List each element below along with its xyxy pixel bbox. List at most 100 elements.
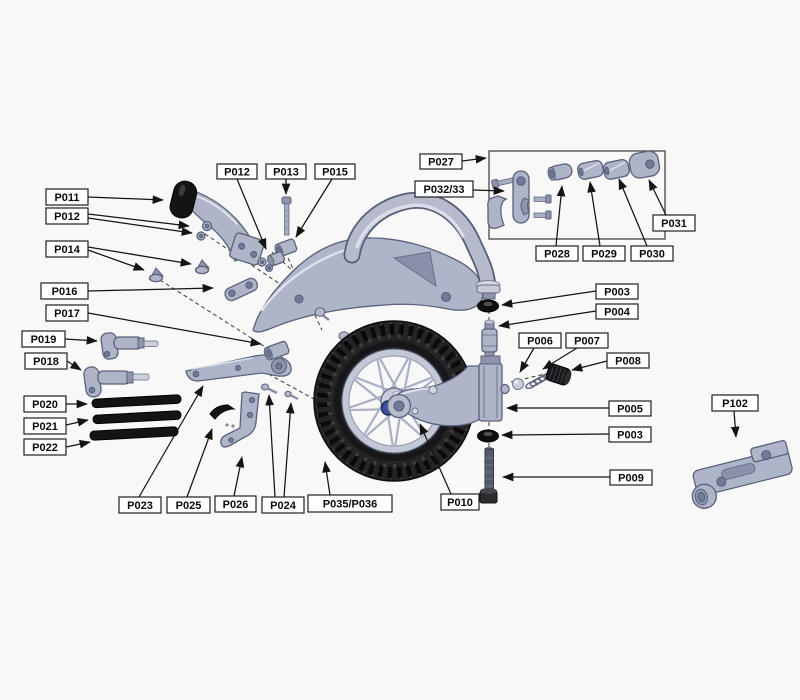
label-box — [595, 303, 639, 320]
label-text: P012 — [54, 211, 80, 223]
part-spacer-p029 — [577, 159, 604, 180]
part-label-P031: P031 — [648, 179, 696, 232]
part-fork-arm — [386, 355, 510, 427]
label-box — [518, 332, 562, 349]
label-box — [45, 304, 89, 322]
leader-arrow — [283, 402, 295, 498]
part-small-nuts — [196, 220, 274, 273]
label-text: P021 — [32, 421, 58, 433]
part-rubber-strips — [89, 394, 182, 441]
part-label-P012: P012 — [216, 163, 267, 250]
part-knob — [545, 363, 572, 386]
leader-arrow — [87, 246, 192, 267]
leader-arrow — [542, 347, 578, 370]
part-rubber-grip — [169, 180, 198, 219]
label-box — [608, 400, 652, 417]
part-label-P018: P018 — [24, 352, 82, 371]
label-text: P019 — [31, 334, 57, 346]
leader-arrow — [322, 461, 331, 496]
leader-arrow — [65, 439, 91, 449]
label-text: P003 — [617, 430, 643, 442]
leader-arrow — [498, 310, 597, 329]
label-box — [307, 494, 393, 513]
part-fork-tube — [343, 191, 501, 300]
label-text: P028 — [544, 249, 570, 261]
leader-arrow — [501, 430, 610, 440]
label-text: P024 — [270, 500, 297, 512]
label-text: P022 — [32, 442, 58, 454]
part-pins — [260, 383, 299, 400]
label-text: P026 — [223, 499, 249, 511]
label-box — [606, 352, 650, 369]
part-spacer-p028 — [547, 163, 573, 181]
part-kit-linkplate — [512, 170, 530, 224]
label-box — [45, 240, 89, 258]
part-label-P006: P006 — [518, 332, 562, 373]
label-box — [45, 188, 89, 206]
leader-arrow — [87, 312, 262, 347]
label-text: P032/33 — [424, 184, 465, 196]
leader-arrow — [472, 186, 505, 196]
leader-arrow — [138, 385, 204, 498]
part-kickstand-leg — [220, 391, 260, 448]
label-box — [118, 496, 162, 514]
label-text: P004 — [604, 307, 631, 319]
part-label-P030: P030 — [618, 178, 674, 262]
spoke — [362, 404, 383, 437]
label-box — [23, 438, 67, 456]
leader-arrow — [87, 249, 145, 271]
leader-arrow — [555, 185, 566, 247]
label-text: P006 — [527, 336, 553, 348]
label-box — [40, 282, 89, 300]
part-spacer-p030 — [602, 158, 630, 180]
spoke — [378, 356, 398, 389]
part-ring-top — [477, 299, 499, 313]
label-box — [23, 395, 67, 413]
part-lever-small — [100, 332, 159, 360]
label-text: P013 — [273, 167, 299, 179]
label-text: P010 — [447, 497, 473, 509]
label-text: P012 — [224, 167, 250, 179]
label-text: P018 — [33, 356, 59, 368]
part-label-P010: P010 — [419, 423, 480, 511]
part-label-P017: P017 — [45, 304, 262, 347]
part-kit-bolt3 — [533, 210, 552, 220]
label-box — [711, 394, 759, 412]
label-text: P031 — [661, 218, 687, 230]
label-text: P023 — [127, 500, 153, 512]
part-label-P024: P024 — [261, 394, 305, 514]
leader-arrow — [65, 418, 89, 427]
part-ball — [512, 378, 524, 390]
label-text: P007 — [574, 336, 600, 348]
label-text: P025 — [176, 500, 202, 512]
part-label-P003: P003 — [501, 426, 652, 443]
part-label-P008: P008 — [571, 352, 650, 372]
label-box — [265, 163, 307, 180]
part-label-P032-33: P032/33 — [414, 180, 505, 198]
part-label-P025: P025 — [166, 428, 213, 514]
part-spacer-bushings — [267, 238, 298, 267]
label-box — [608, 426, 652, 443]
leader-arrow — [87, 213, 190, 230]
part-link — [224, 277, 259, 302]
part-spacer-p031 — [628, 150, 661, 179]
label-box — [24, 352, 68, 370]
label-box — [261, 496, 305, 514]
part-kit-bolt — [491, 177, 514, 189]
label-box — [216, 163, 258, 180]
part-label-P019: P019 — [21, 330, 98, 348]
label-text: P102 — [722, 398, 748, 410]
part-label-P013: P013 — [265, 163, 307, 195]
part-label-P029: P029 — [582, 181, 626, 262]
part-label-P023: P023 — [118, 385, 204, 514]
label-text: P003 — [604, 287, 630, 299]
leader-arrow — [648, 179, 667, 216]
part-label-P014: P014 — [45, 240, 192, 271]
part-label-P007: P007 — [542, 332, 609, 370]
label-text: P029 — [591, 249, 617, 261]
leader-arrow — [519, 347, 535, 373]
part-label-P035-P036: P035/P036 — [307, 461, 393, 513]
label-box — [21, 330, 66, 348]
